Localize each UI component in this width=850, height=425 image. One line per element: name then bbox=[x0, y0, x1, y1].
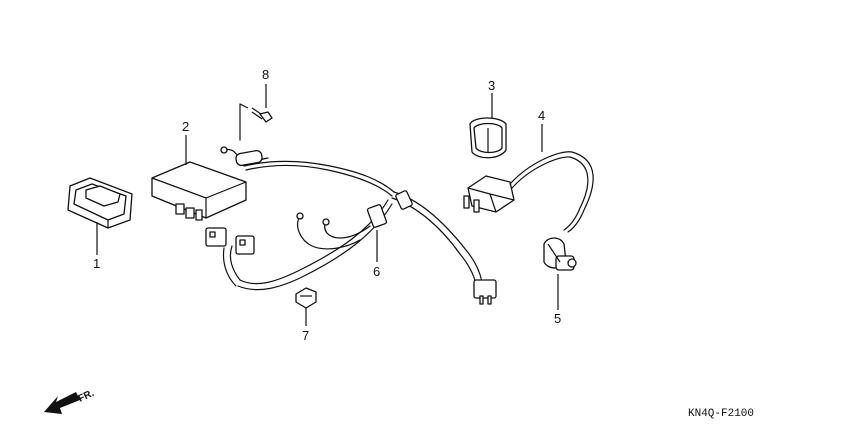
part-4-ignition-coil bbox=[463, 151, 594, 233]
callout-1: 1 bbox=[93, 256, 100, 271]
front-indicator: FR. bbox=[77, 388, 96, 405]
callout-4: 4 bbox=[538, 108, 545, 123]
callout-5: 5 bbox=[554, 311, 561, 326]
part-5-spark-plug-cap bbox=[543, 237, 577, 271]
callout-2: 2 bbox=[182, 119, 189, 134]
part-6-wire-harness bbox=[205, 149, 497, 305]
part-7-clip bbox=[295, 287, 317, 309]
callout-7: 7 bbox=[302, 328, 309, 343]
front-arrow-icon bbox=[44, 392, 80, 414]
callout-3: 3 bbox=[488, 78, 495, 93]
diagram-code: KN4Q-F2100 bbox=[688, 408, 754, 420]
part-8-bolt bbox=[239, 103, 273, 123]
part-3-boot bbox=[469, 117, 507, 159]
callout-6: 6 bbox=[373, 264, 380, 279]
callout-8: 8 bbox=[262, 67, 269, 82]
part-1-cover bbox=[67, 177, 133, 229]
part-2-cdi-unit bbox=[151, 161, 247, 221]
